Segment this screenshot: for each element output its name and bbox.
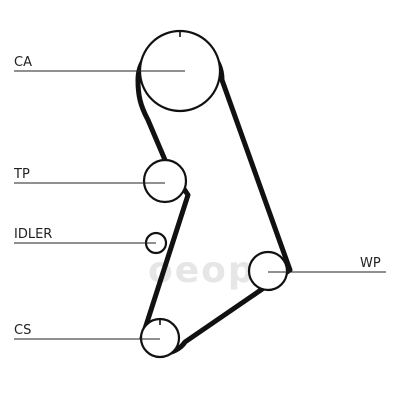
label-idler: IDLER	[14, 227, 52, 242]
label-wp: WP	[360, 256, 381, 271]
label-ca: CA	[14, 55, 32, 70]
tensioner-pulley	[142, 158, 188, 204]
crankshaft-pulley	[139, 317, 181, 359]
label-tp: TP	[13, 167, 30, 182]
water-pump-pulley	[247, 250, 289, 292]
label-cs: CS	[14, 323, 31, 338]
